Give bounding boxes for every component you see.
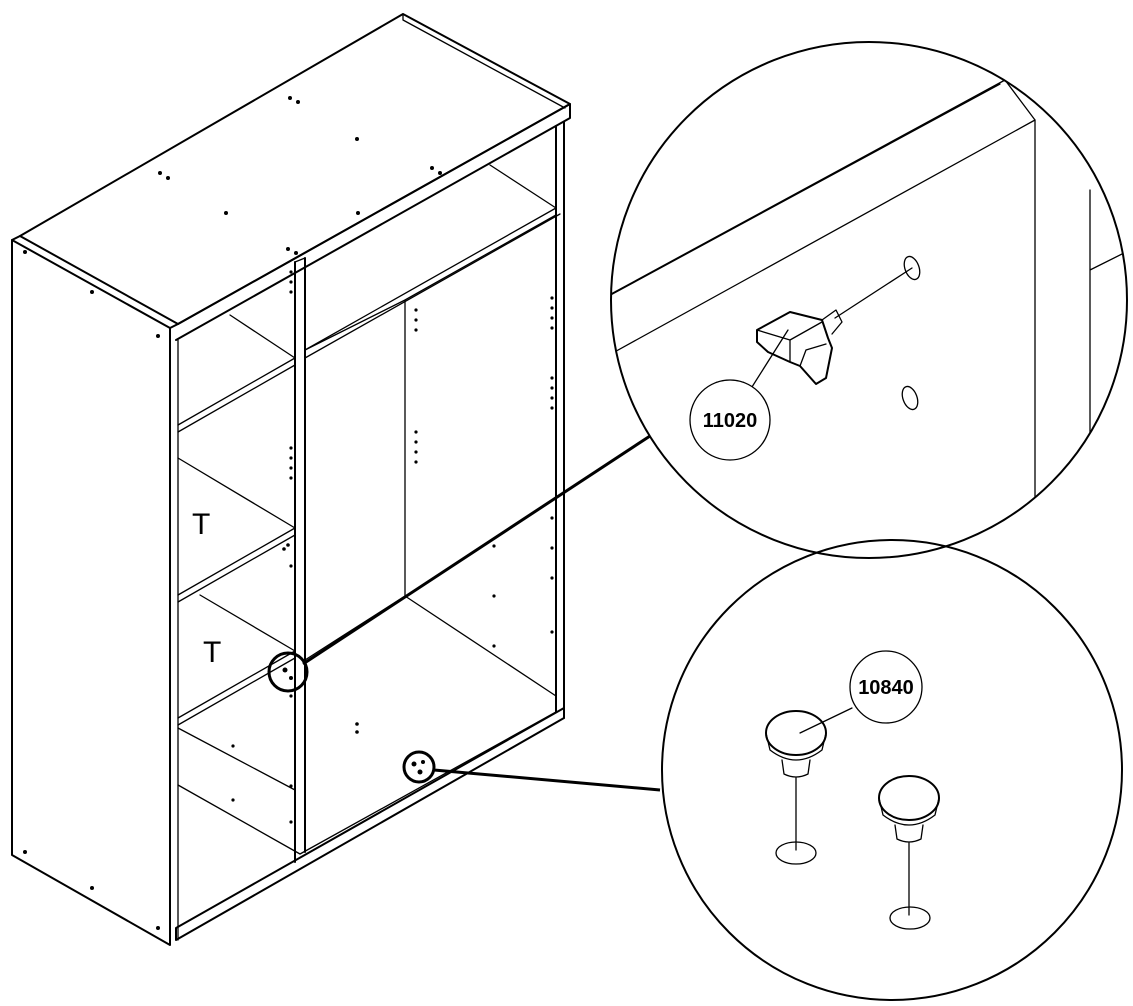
- right-top-shelf: [304, 164, 561, 359]
- cover-cap-detail-marker: [402, 750, 436, 784]
- part-number-11020: 11020: [703, 410, 758, 432]
- bottom-panel: [175, 707, 565, 941]
- leader-line-lower: [433, 768, 661, 792]
- leader-line-upper: [302, 434, 651, 666]
- part-number-bubble-11020: [689, 379, 771, 461]
- shelf-t-upper: [177, 457, 296, 603]
- part-number-bubble-10840: [849, 650, 923, 724]
- wardrobe-carcass: [11, 13, 571, 946]
- back-panel-edges: [304, 214, 557, 597]
- cover-cap-zoom-detail: 10840: [661, 539, 1123, 1001]
- drill-holes: [23, 96, 554, 930]
- left-side-top-edge: [11, 235, 179, 329]
- right-side-panel-edge: [555, 121, 565, 719]
- shelf-support-detail-marker: [267, 651, 309, 693]
- part-number-10840: 10840: [858, 677, 914, 699]
- vertical-divider: [294, 257, 306, 863]
- shelf-t-lower: [177, 594, 296, 726]
- bottom-panel-inner: [177, 595, 557, 855]
- left-top-shelf: [177, 314, 296, 433]
- top-panel-back-lip: [402, 13, 566, 109]
- cover-cap-icon-2: [878, 775, 940, 843]
- cover-cap-icon: [765, 710, 827, 778]
- left-side-panel: [11, 239, 171, 946]
- top-panel-front-edge: [175, 103, 571, 341]
- shelf-support-pin-icon: [756, 309, 843, 385]
- shelf-label-lower: T: [203, 636, 221, 669]
- shelf-support-zoom-detail: 11020: [610, 41, 1128, 559]
- shelf-label-upper: T: [192, 508, 210, 541]
- vertical-divider-top: [294, 257, 306, 263]
- left-bottom-shelf: [177, 727, 296, 791]
